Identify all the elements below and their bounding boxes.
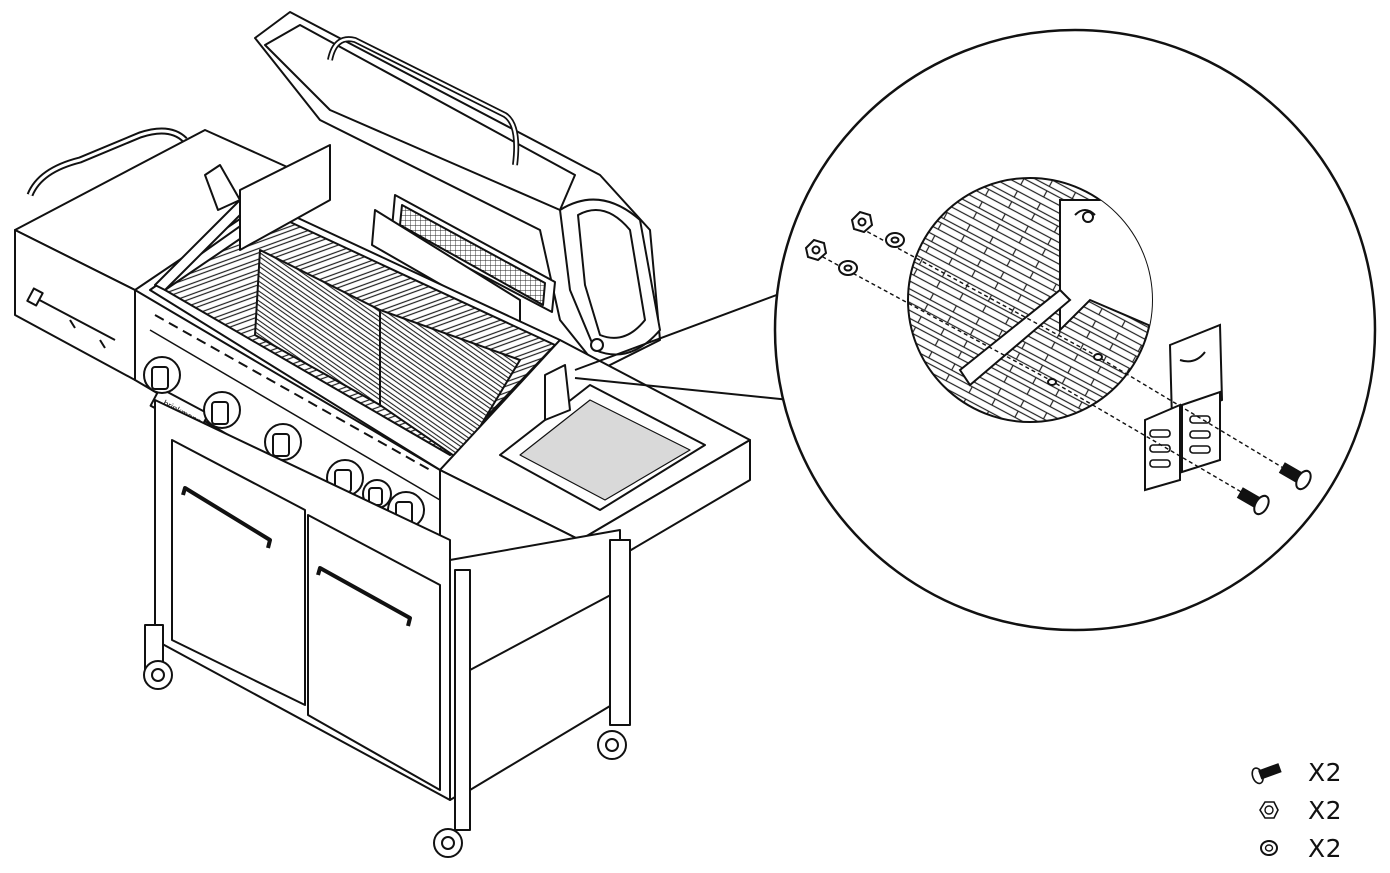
hex-nut-icon <box>1259 801 1279 819</box>
washer-quantity: X2 <box>1308 834 1343 863</box>
side-burner-bracket <box>1144 323 1224 492</box>
bolt-quantity: X2 <box>1308 758 1343 787</box>
left-side-shelf <box>14 127 306 381</box>
caster-wheels <box>143 660 627 858</box>
callout-leader <box>574 289 791 401</box>
bracket-location-marker <box>544 364 571 421</box>
hardware-leaders <box>809 224 1296 501</box>
hardware-row-washer: X2 <box>1248 831 1378 869</box>
grill-illustration: brinkmann <box>14 11 751 858</box>
detail-view <box>773 28 1377 632</box>
exploded-hardware <box>804 210 1312 516</box>
bolt-icon <box>1251 763 1282 785</box>
warming-rack-vent <box>371 194 556 331</box>
washer-icon <box>1260 840 1278 856</box>
hardware-legend: X2 X2 X2 <box>1248 755 1378 869</box>
hardware-row-nut: X2 <box>1248 793 1378 831</box>
hardware-row-bolt: X2 <box>1248 755 1378 793</box>
grill-cabinet <box>144 399 631 831</box>
nut-quantity: X2 <box>1308 796 1343 825</box>
lid-bracket-left <box>154 144 331 291</box>
grill-lid <box>254 11 661 371</box>
